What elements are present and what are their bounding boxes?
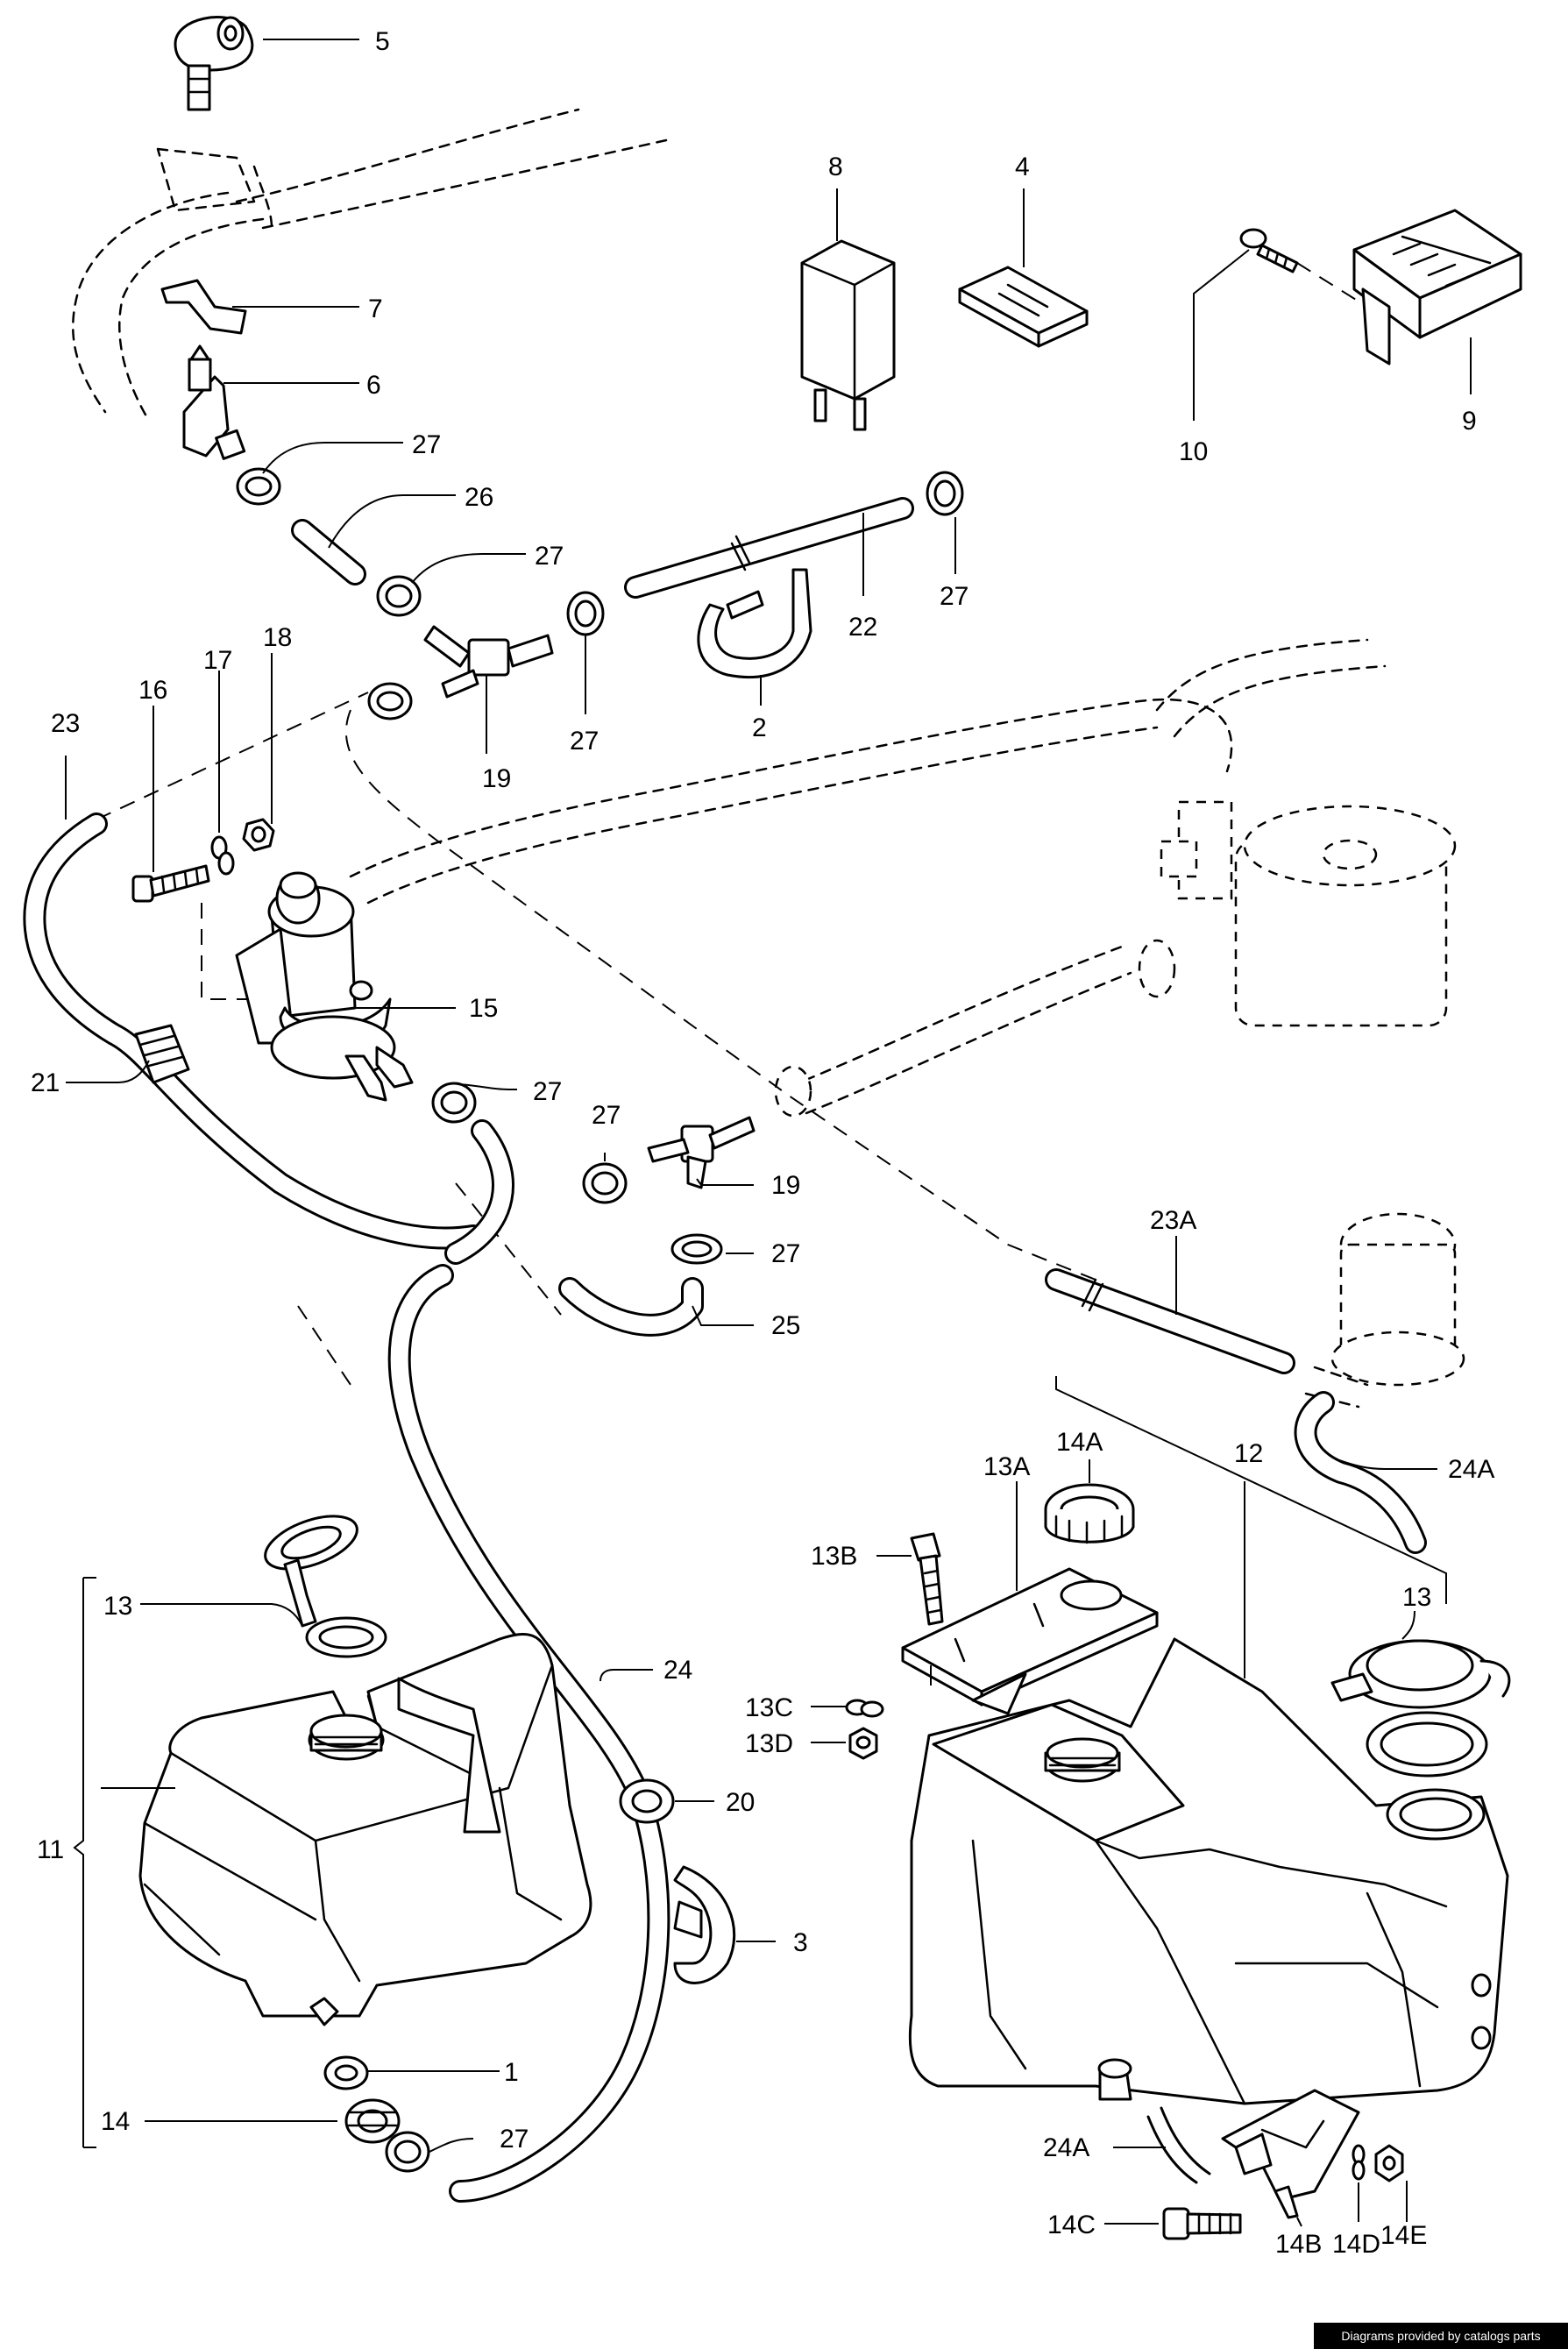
callout-5: 5 — [375, 27, 390, 56]
callout-27h: 27 — [500, 2125, 529, 2154]
callout-23A: 23A — [1150, 1206, 1196, 1235]
callout-26: 26 — [465, 483, 493, 512]
part-23A-hose — [1045, 1268, 1295, 1374]
part-10-screw — [1239, 228, 1299, 273]
callout-23: 23 — [51, 709, 80, 738]
callout-25: 25 — [771, 1311, 800, 1340]
callout-18: 18 — [263, 623, 292, 652]
part-14A-ring — [1044, 1483, 1135, 1544]
callout-9: 9 — [1462, 407, 1477, 436]
callout-19b: 19 — [771, 1171, 800, 1200]
part-24A-hose-lower — [1146, 2106, 1211, 2184]
callout-12: 12 — [1234, 1439, 1263, 1468]
callout-27c: 27 — [940, 582, 968, 611]
part-9-relay-plate — [1352, 209, 1522, 365]
part-13-cap-right — [1330, 1639, 1511, 1778]
part-8-relay — [800, 239, 896, 431]
callout-13A: 13A — [983, 1452, 1030, 1481]
callout-13D: 13D — [745, 1729, 793, 1758]
part-23-hose — [23, 813, 485, 1250]
part-13A-bracket — [901, 1567, 1159, 1715]
callout-27d: 27 — [570, 727, 599, 756]
callout-15: 15 — [469, 994, 498, 1023]
callout-24: 24 — [663, 1656, 692, 1685]
callout-7: 7 — [368, 295, 383, 323]
callout-20: 20 — [726, 1788, 755, 1817]
callout-labels: 5 7 6 27 26 27 8 4 10 9 22 27 2 27 19 23… — [31, 27, 1494, 2259]
part-17-washer — [210, 835, 235, 876]
callout-14C: 14C — [1047, 2211, 1096, 2239]
callout-24A-top: 24A — [1448, 1455, 1494, 1484]
vehicle-outline-ghost — [72, 108, 668, 422]
part-14B-bracket — [1221, 2089, 1360, 2219]
part-2-strap — [697, 568, 812, 679]
part-12-tank-right — [908, 1637, 1509, 2105]
callout-14E: 14E — [1380, 2221, 1427, 2250]
leader-lines — [65, 39, 1472, 2227]
callout-13-left: 13 — [103, 1592, 132, 1621]
part-15-pump — [235, 871, 414, 1102]
part-6-jet — [182, 344, 246, 460]
callout-16: 16 — [138, 676, 167, 705]
callout-13B: 13B — [811, 1542, 857, 1571]
callout-22: 22 — [848, 613, 877, 642]
callout-27f: 27 — [592, 1101, 621, 1130]
part-13B-bolt — [910, 1532, 944, 1626]
callout-17: 17 — [203, 646, 232, 675]
part-1-seal — [323, 2055, 369, 2090]
callout-27e: 27 — [533, 1077, 562, 1106]
part-18-nut — [242, 818, 275, 852]
part-14E-nut — [1374, 2144, 1404, 2182]
ghost-pump-bottom-right — [1304, 1212, 1465, 1409]
part-20-grommet — [619, 1778, 675, 1824]
part-25-hose — [444, 1119, 704, 1337]
part-14D-washer — [1352, 2144, 1366, 2181]
callout-3: 3 — [793, 1928, 808, 1957]
callout-14B: 14B — [1275, 2230, 1322, 2259]
part-13-cap-left — [264, 1515, 387, 1658]
callout-21: 21 — [31, 1068, 60, 1097]
callout-13-right: 13 — [1402, 1583, 1431, 1612]
callout-2: 2 — [752, 713, 767, 742]
part-11-tank-left — [138, 1633, 592, 2026]
callout-27b: 27 — [535, 542, 564, 571]
callout-6: 6 — [366, 371, 381, 400]
part-14C-bolt — [1162, 2207, 1242, 2240]
callout-8: 8 — [828, 153, 843, 181]
part-13D-nut — [848, 1727, 878, 1760]
callout-10: 10 — [1179, 437, 1208, 466]
ghost-pump-tank — [774, 800, 1457, 1118]
callout-19a: 19 — [482, 764, 511, 793]
part-4-holder — [958, 266, 1089, 348]
callout-14A: 14A — [1056, 1428, 1103, 1457]
part-26-hose — [291, 519, 366, 585]
part-19-t-piece-upper — [423, 625, 554, 699]
part-5-washer-jet — [174, 16, 254, 111]
part-21-connector — [134, 1024, 190, 1084]
callout-24A-bottom: 24A — [1043, 2133, 1089, 2162]
part-19-t-piece-lower — [647, 1116, 756, 1189]
callout-4: 4 — [1015, 153, 1030, 181]
part-24A-hose-upper — [1294, 1391, 1427, 1554]
callout-1: 1 — [504, 2058, 519, 2087]
credit-banner: Diagrams provided by catalogs parts — [1314, 2323, 1568, 2349]
callout-14: 14 — [101, 2107, 130, 2136]
part-3-clip — [673, 1865, 736, 1984]
callout-27g: 27 — [771, 1239, 800, 1268]
callout-13C: 13C — [745, 1693, 793, 1722]
part-14-grommet — [344, 2098, 401, 2144]
part-7-bracket — [160, 279, 247, 335]
callout-11: 11 — [37, 1835, 64, 1864]
part-13C-washer — [845, 1699, 884, 1718]
clamps-27 — [236, 467, 964, 2173]
callout-14D: 14D — [1332, 2230, 1380, 2259]
ghost-hose-right — [349, 638, 1387, 1115]
part-22-hose — [624, 497, 914, 599]
callout-27a: 27 — [412, 430, 441, 459]
assembly-dash-lines — [96, 262, 1368, 1386]
part-16-bolt — [131, 864, 210, 903]
